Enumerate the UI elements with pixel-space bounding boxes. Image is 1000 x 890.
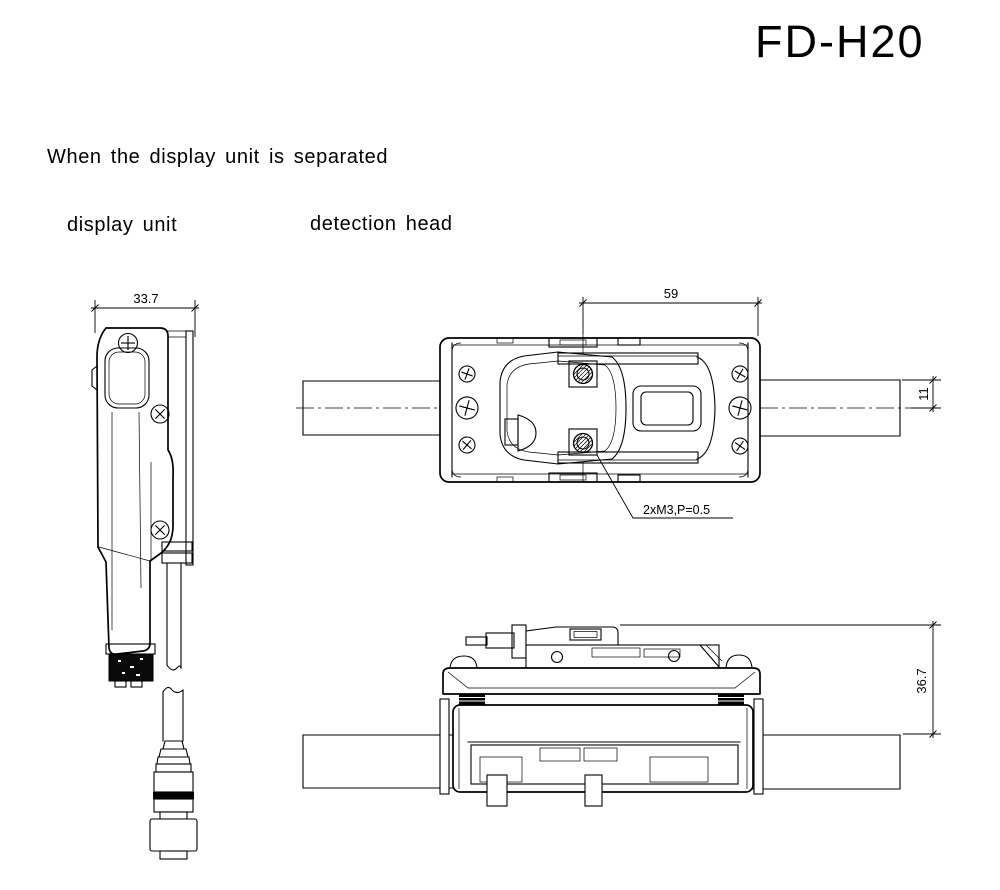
- screw-marker: [458, 436, 476, 454]
- dim-mount-pitch: 59: [579, 286, 762, 336]
- display-unit-view: 33.7: [91, 291, 199, 860]
- screw-marker: [455, 396, 479, 420]
- screw-side-upper: [150, 404, 170, 424]
- dim-text-36-7: 36.7: [914, 668, 929, 693]
- pipe-left-side-view: [302, 734, 456, 789]
- display-unit-label: display unit: [67, 214, 177, 236]
- mounting-plate: [185, 330, 194, 566]
- unit-connector-block: [105, 643, 156, 688]
- thread-note: 2xM3,P=0.5: [596, 454, 733, 519]
- detection-head-top-view: 59 11 2xM3,P=0.5: [296, 286, 941, 519]
- screw-side-lower: [150, 520, 170, 540]
- head-top-bracket: [465, 624, 723, 669]
- dim-display-unit-width: 33.7: [91, 291, 199, 337]
- head-body-side: [452, 704, 754, 793]
- screw-marker: [458, 365, 476, 383]
- page-title: FD-H20: [755, 16, 925, 67]
- threaded-hole-lower: [572, 432, 594, 454]
- connector-feature: [632, 385, 702, 432]
- subtitle: When the display unit is separated: [47, 146, 388, 168]
- detection-head-side-view: 36.7: [302, 621, 941, 807]
- spring-right: [718, 694, 744, 705]
- detection-head-label: detection head: [310, 213, 453, 235]
- dim-pipe-offset: 11: [902, 376, 941, 412]
- display-window: [104, 347, 150, 409]
- o-ring: [153, 792, 194, 799]
- dim-text-33-7: 33.7: [133, 291, 158, 306]
- screw-top: [117, 332, 139, 354]
- dim-text-59: 59: [664, 286, 678, 301]
- screw-marker: [728, 396, 752, 420]
- pipe-right-side-view: [751, 734, 901, 790]
- screw-marker: [731, 437, 749, 455]
- screw-marker: [731, 365, 749, 383]
- dim-head-height: 36.7: [620, 621, 941, 738]
- display-unit-body: [96, 327, 174, 655]
- spring-left: [459, 694, 485, 705]
- thread-note-text: 2xM3,P=0.5: [643, 503, 710, 517]
- cable-lower: [162, 686, 184, 742]
- dim-text-11: 11: [916, 387, 931, 401]
- head-top-plate: [442, 667, 761, 695]
- connector-plug: [149, 740, 198, 860]
- cable-upper: [166, 562, 182, 671]
- threaded-hole-upper: [572, 363, 594, 385]
- clamp-body: [499, 351, 627, 465]
